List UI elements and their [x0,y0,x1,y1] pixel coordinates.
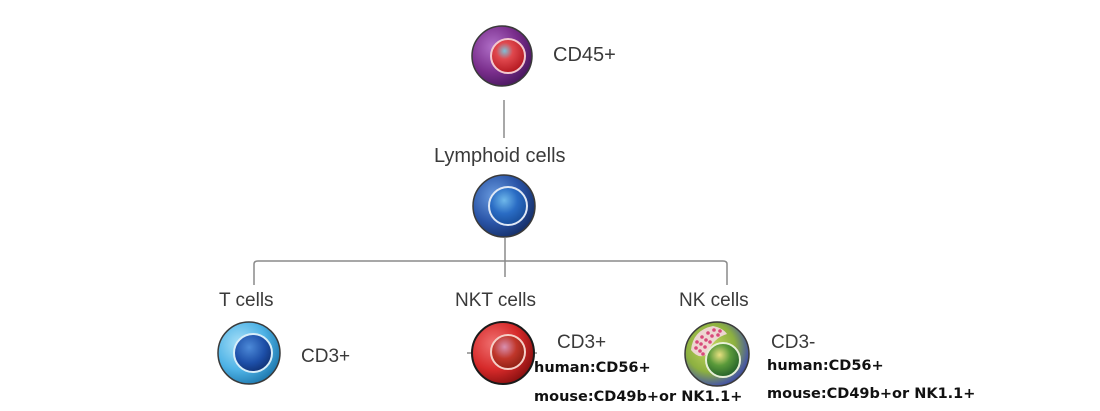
nkt-cells-title: NKT cells [455,290,536,311]
nk-human-marker: human:CD56+ [767,358,884,374]
connector-branch-bar [253,260,728,285]
t-cell-marker: CD3+ [301,346,351,367]
nk-cells-title: NK cells [679,290,749,311]
t-cell-icon [217,321,281,385]
leukocyte-cell-icon [471,25,533,87]
nkt-mouse-marker: mouse:CD49b+or NK1.1+ [534,389,743,405]
t-cells-title: T cells [219,290,274,311]
cd45-marker-label: CD45+ [553,44,616,66]
nkt-cell-icon [467,321,537,385]
nk-mouse-marker: mouse:CD49b+or NK1.1+ [767,386,976,402]
nk-cell-marker: CD3- [771,332,816,353]
lymphoid-cell-icon [472,174,536,238]
nkt-cell-marker: CD3+ [557,332,607,353]
nk-cell-icon [684,321,750,387]
lymphoid-title: Lymphoid cells [434,145,566,167]
nkt-human-marker: human:CD56+ [534,360,651,376]
